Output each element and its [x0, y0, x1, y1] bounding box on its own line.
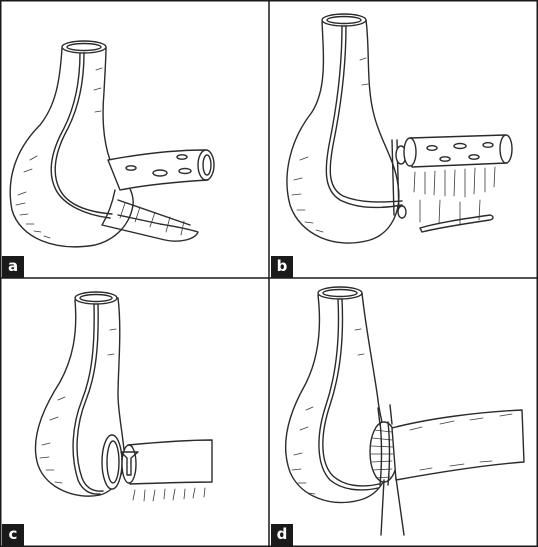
panel-b-stomach — [286, 19, 400, 244]
panel-d-drawing — [284, 286, 525, 536]
panel-c-bowel — [127, 439, 213, 485]
panel-b-drawing — [286, 13, 513, 244]
panel-a-label: a — [2, 256, 24, 278]
panel-d-label: d — [271, 524, 293, 546]
panel-b-bowel-segment — [409, 134, 508, 168]
panel-a-stomach — [9, 46, 134, 248]
panel-c-label: c — [2, 524, 24, 546]
panel-c-drawing — [34, 291, 213, 502]
panel-d-bowel — [391, 409, 525, 481]
panel-a-drawing — [9, 40, 215, 248]
panel-b-label: b — [271, 256, 293, 278]
panel-d-stomach — [284, 292, 389, 504]
panel-c-stomach — [34, 297, 125, 497]
